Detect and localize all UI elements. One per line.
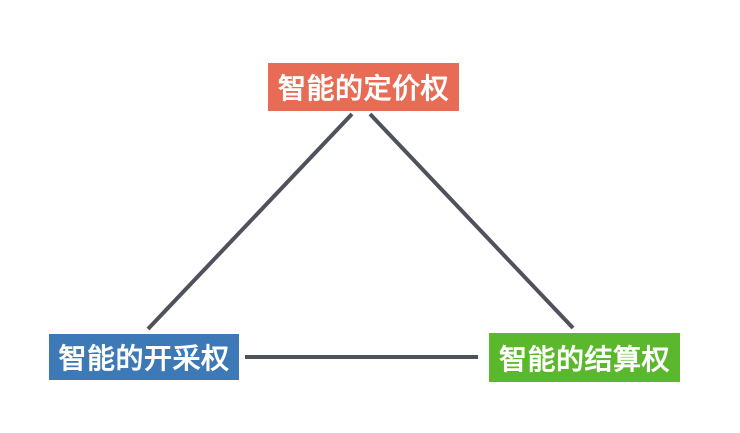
diagram-node-pricing-rights: 智能的定价权 [268, 63, 459, 111]
node-label: 智能的开采权 [58, 343, 230, 374]
connector-line-left [146, 112, 354, 331]
node-label: 智能的结算权 [498, 343, 670, 375]
node-label: 智能的定价权 [277, 73, 449, 104]
connector-line-right [368, 112, 575, 330]
diagram-node-settlement-rights: 智能的结算权 [489, 333, 680, 382]
diagram-node-mining-rights: 智能的开采权 [49, 334, 239, 380]
